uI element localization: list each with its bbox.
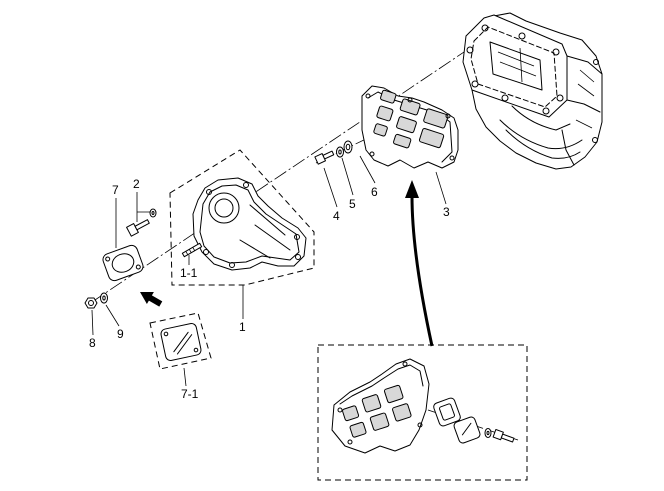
bolt-part-2 <box>126 219 150 237</box>
detail-cover-port <box>349 421 367 438</box>
leader-part-7-1 <box>183 367 187 387</box>
leader-part-9 <box>105 304 120 327</box>
leader-part-8 <box>91 309 94 336</box>
plate-part-7-1 <box>160 323 202 361</box>
bolt-part-4 <box>314 150 335 165</box>
nut-part-8 <box>84 297 98 309</box>
gasket-3-port <box>376 105 394 122</box>
stud-part-1-1 <box>181 242 203 258</box>
part-7-1-group-outline <box>149 312 212 370</box>
gasket-3-port <box>423 108 449 129</box>
gasket-3-port <box>373 123 388 137</box>
washer-part-6 <box>343 140 353 154</box>
leader-part-4 <box>323 167 338 208</box>
gasket-3-port <box>393 133 412 149</box>
detail-cover-port <box>342 405 360 422</box>
leader-part-5 <box>341 157 354 196</box>
housing-part-1 <box>192 177 307 271</box>
detail-reference-arrowhead-icon <box>405 180 419 198</box>
detail-cover-port <box>392 403 412 422</box>
detail-cover-port <box>369 412 390 431</box>
detail-reference-arrow <box>410 195 434 347</box>
callout-part-4: 4 <box>333 209 340 223</box>
leader-part-6 <box>359 155 376 184</box>
leader-part-3 <box>435 171 447 205</box>
callout-part-9: 9 <box>117 327 124 341</box>
detail-cover-port <box>361 394 382 413</box>
gasket-part-7 <box>102 244 144 282</box>
assembly-axis-line <box>91 47 471 303</box>
callout-part-5: 5 <box>349 197 356 211</box>
gasket-3-port <box>380 89 397 104</box>
washer-part-2 <box>149 208 157 218</box>
detail-bolt <box>492 429 515 443</box>
gasket-3-port <box>396 116 417 134</box>
direction-arrow-icon <box>140 291 163 307</box>
washer-part-9 <box>100 292 108 304</box>
detail-gasket-a <box>433 397 461 427</box>
leader-part-2 <box>136 192 150 222</box>
callout-part-6: 6 <box>371 185 378 199</box>
engine-block <box>462 12 603 170</box>
detail-view-outline <box>317 344 528 481</box>
detail-cover-assembly <box>331 358 430 454</box>
callout-part-8: 8 <box>89 336 96 350</box>
detail-cover-port <box>383 384 404 404</box>
detail-washer <box>484 428 492 438</box>
gasket-part-3 <box>361 85 459 169</box>
callout-part-1: 1 <box>239 320 246 334</box>
callout-part-2: 2 <box>133 177 140 191</box>
part-1-group-outline <box>169 149 315 286</box>
callout-part-7: 7 <box>112 183 119 197</box>
callout-part-1-1: 1-1 <box>180 266 198 280</box>
callout-part-7-1: 7-1 <box>181 387 199 401</box>
leader-lines <box>91 155 447 387</box>
gasket-3-port <box>418 128 445 149</box>
detail-gasket-b <box>453 416 481 444</box>
callout-part-3: 3 <box>443 205 450 219</box>
washer-part-5 <box>336 146 344 158</box>
